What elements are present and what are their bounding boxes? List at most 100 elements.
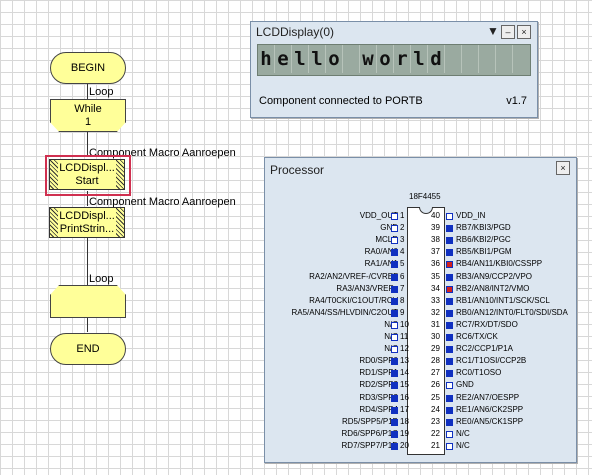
loop-end-block[interactable] [50, 285, 126, 318]
pin-indicator[interactable] [446, 346, 453, 354]
close-icon[interactable]: × [517, 25, 531, 39]
pin-indicator[interactable] [391, 406, 398, 414]
pin-number: 32 [431, 307, 440, 317]
pin-indicator[interactable] [391, 358, 398, 366]
begin-block[interactable]: BEGIN [50, 52, 126, 84]
pin-label: RB4/AN11/KBI0/CSSPP [456, 259, 543, 269]
pin-number: 22 [431, 428, 440, 438]
lcd-cell [496, 45, 513, 73]
pin-indicator[interactable] [446, 334, 453, 341]
pin-indicator[interactable] [391, 237, 398, 245]
pin-indicator[interactable] [446, 309, 453, 317]
loop-label: Loop [89, 86, 114, 98]
pin-number: 26 [431, 380, 440, 390]
lcd-cell [445, 45, 462, 73]
pin-indicator[interactable] [446, 430, 453, 438]
lcd-cell [462, 45, 479, 73]
pin-number: 27 [431, 368, 440, 378]
pin-indicator[interactable] [446, 285, 453, 293]
pin-indicator[interactable] [446, 370, 453, 378]
pin-indicator[interactable] [446, 297, 453, 305]
pin-indicator[interactable] [391, 321, 398, 329]
pin-indicator[interactable] [391, 297, 398, 305]
pin-indicator[interactable] [391, 261, 398, 269]
pin-indicator[interactable] [391, 334, 398, 341]
macro-component-name: LCDDispl... [59, 210, 115, 222]
pin-indicator[interactable] [391, 394, 398, 402]
pin-label: RD6/SPP6/P1C [341, 428, 398, 438]
pin-number: 31 [431, 319, 440, 329]
pin-indicator[interactable] [391, 285, 398, 293]
pin-number: 4 [400, 247, 405, 257]
pin-indicator[interactable] [446, 382, 453, 390]
lcd-display-window[interactable]: LCDDisplay(0) ▼ – × h e l l o w o r l d … [250, 21, 538, 118]
pin-indicator[interactable] [391, 418, 398, 426]
pin-number: 34 [431, 283, 440, 293]
pin-indicator[interactable] [446, 213, 453, 220]
pin-row-right: 32 RB0/AN12/INT0/FLT0/SDI/SDA [429, 307, 579, 318]
pin-indicator[interactable] [446, 418, 453, 426]
lcd-printstring-macro-block[interactable]: LCDDispl... PrintStrin... [49, 207, 125, 238]
pin-indicator[interactable] [446, 249, 453, 257]
end-block[interactable]: END [50, 333, 126, 365]
pin-indicator[interactable] [446, 225, 453, 233]
pin-row-left: N/C12 [272, 343, 416, 354]
close-icon[interactable]: × [556, 161, 570, 175]
macro-hatch-left [50, 208, 58, 237]
macro-text: LCDDispl... Start [59, 162, 115, 188]
pin-indicator[interactable] [391, 225, 398, 233]
pin-label: RE1/AN6/CK2SPP [456, 404, 524, 414]
pin-indicator[interactable] [391, 273, 398, 281]
minimize-icon[interactable]: – [501, 25, 515, 39]
pin-label: RA4/T0CKI/C1OUT/RCV [309, 295, 398, 305]
pin-number: 16 [400, 392, 409, 402]
while-loop-block[interactable]: While 1 [50, 99, 126, 132]
pin-indicator[interactable] [391, 370, 398, 378]
lcd-cell [479, 45, 496, 73]
pin-indicator[interactable] [391, 249, 398, 257]
pin-indicator[interactable] [446, 358, 453, 366]
pin-number: 17 [400, 404, 409, 414]
macro-function-name: Start [75, 175, 99, 187]
pin-indicator[interactable] [446, 261, 453, 269]
pin-label: RB0/AN12/INT0/FLT0/SDI/SDA [456, 307, 568, 317]
pin-label: RC0/T1OSO [456, 368, 502, 378]
pin-indicator[interactable] [391, 430, 398, 438]
lcd-start-macro-block[interactable]: LCDDispl... Start [49, 159, 125, 190]
lcd-window-title: LCDDisplay(0) [256, 25, 335, 39]
pin-indicator[interactable] [446, 273, 453, 281]
pin-indicator[interactable] [391, 309, 398, 317]
pin-indicator[interactable] [391, 382, 398, 390]
pin-indicator[interactable] [391, 442, 398, 450]
chip-name: 18F4455 [409, 192, 441, 201]
pin-icon[interactable]: ▼ [487, 24, 499, 38]
pin-number: 37 [431, 247, 440, 257]
processor-window-titlebar[interactable]: Processor × [265, 158, 576, 178]
pin-indicator[interactable] [446, 394, 453, 402]
pin-indicator[interactable] [391, 346, 398, 354]
pin-indicator[interactable] [446, 237, 453, 245]
pin-number: 28 [431, 356, 440, 366]
pin-label: RB5/KBI1/PGM [456, 247, 512, 257]
pin-row-left: RA3/AN3/VREF+7 [272, 283, 416, 294]
pin-label: RC1/T1OSI/CCP2B [456, 356, 527, 366]
pin-number: 20 [400, 440, 409, 450]
pin-indicator[interactable] [446, 406, 453, 414]
pin-indicator[interactable] [446, 321, 453, 329]
lcd-window-titlebar[interactable]: LCDDisplay(0) ▼ – × [251, 22, 537, 42]
pin-indicator[interactable] [391, 213, 398, 220]
pin-indicator[interactable] [446, 442, 453, 450]
